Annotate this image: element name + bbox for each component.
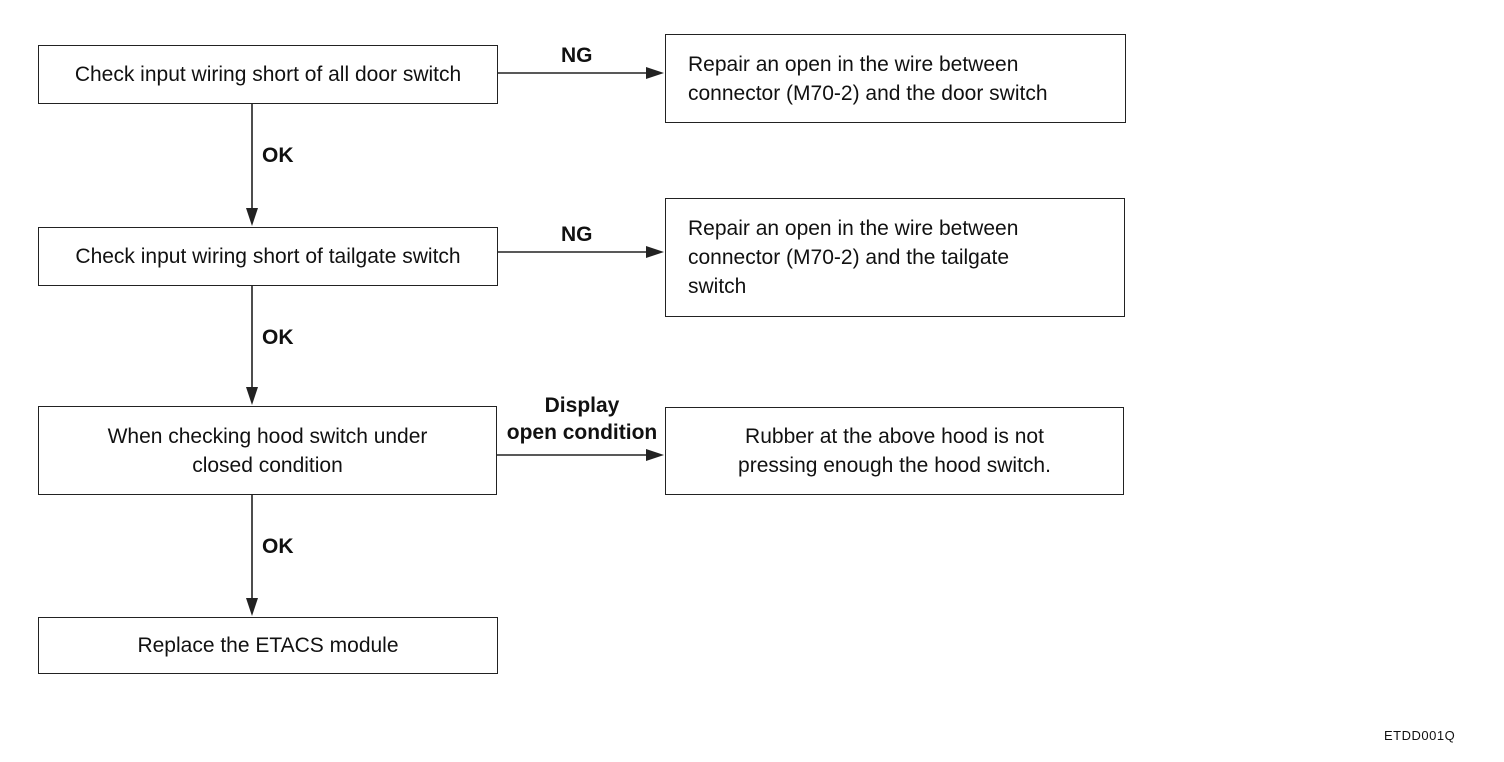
display-arrowhead [646,449,664,461]
step-box-tailgate-switch: Check input wiring short of tailgate swi… [38,227,498,286]
ng-label-1: NG [561,44,593,67]
result-box-hood-rubber: Rubber at the above hood is not pressing… [665,407,1124,495]
ng-arrowhead-2 [646,246,664,258]
ok-arrowhead-3 [246,598,258,616]
figure-code: ETDD001Q [1384,728,1456,743]
ng-arrowhead-1 [646,67,664,79]
result-text: Repair an open in the wire between conne… [688,52,1048,105]
result-text: Repair an open in the wire between conne… [688,217,1019,298]
ok-arrowhead-1 [246,208,258,226]
ok-label-2: OK [262,326,294,349]
display-open-condition-label: Display open condition [506,394,658,444]
result-box-door-repair: Repair an open in the wire between conne… [665,34,1126,123]
ok-arrowhead-2 [246,387,258,405]
ok-label-1: OK [262,144,294,167]
step-box-door-switch: Check input wiring short of all door swi… [38,45,498,104]
result-text: Rubber at the above hood is not pressing… [738,425,1051,477]
step-box-replace-etacs: Replace the ETACS module [38,617,498,674]
step-text: When checking hood switch under closed c… [107,424,428,477]
ok-label-3: OK [262,535,294,558]
ng-label-2: NG [561,223,593,246]
step-box-hood-switch: When checking hood switch under closed c… [38,406,497,495]
step-text: Check input wiring short of tailgate swi… [75,245,461,268]
step-text: Check input wiring short of all door swi… [74,63,462,86]
result-box-tailgate-repair: Repair an open in the wire between conne… [665,198,1125,317]
step-text: Replace the ETACS module [137,634,399,657]
